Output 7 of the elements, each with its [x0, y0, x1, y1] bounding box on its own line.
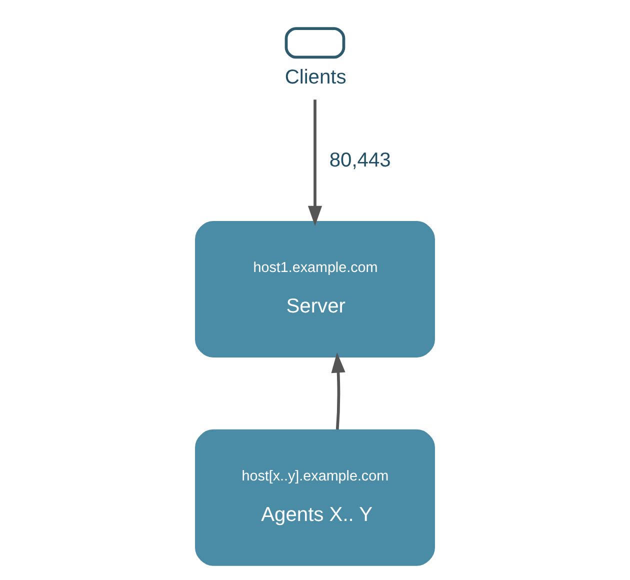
node-box: host1.example.com Server — [195, 221, 435, 358]
edge-label: 80,443 — [329, 150, 391, 172]
node-box — [284, 27, 346, 59]
node-box: host[x..y].example.com Agents X.. Y — [195, 429, 435, 566]
arrow — [331, 352, 346, 430]
arrow — [308, 100, 322, 226]
node-label: Clients — [284, 66, 346, 88]
